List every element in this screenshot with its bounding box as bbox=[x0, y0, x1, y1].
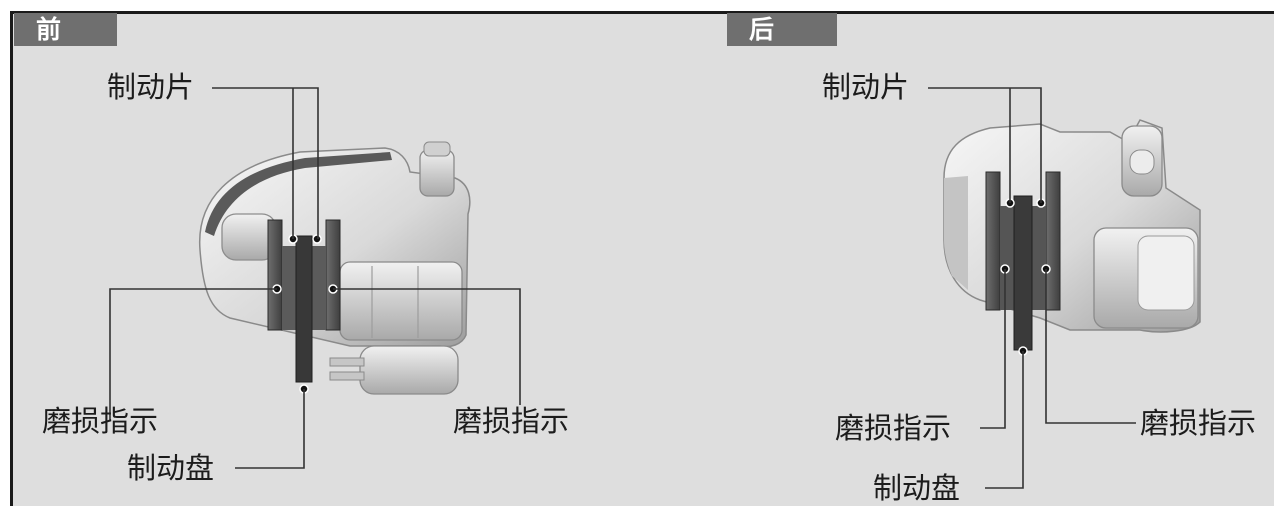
front-caliper bbox=[198, 141, 471, 395]
front-brake-pad-label: 制动片 bbox=[107, 70, 195, 104]
rear-section-tab: 后 bbox=[727, 13, 837, 46]
rear-leader-lines bbox=[928, 87, 1136, 489]
rear-wear-indicator-right-label: 磨损指示 bbox=[1140, 406, 1257, 440]
front-wear-indicator-left-label: 磨损指示 bbox=[42, 404, 159, 438]
front-leader-lines bbox=[109, 87, 521, 469]
front-wear-indicator-right-label: 磨损指示 bbox=[453, 404, 570, 438]
front-section-tab: 前 bbox=[14, 13, 117, 46]
rear-wear-indicator-left-label: 磨损指示 bbox=[835, 411, 952, 445]
rear-caliper bbox=[943, 119, 1201, 356]
front-brake-disc-label: 制动盘 bbox=[127, 451, 215, 485]
rear-brake-pad-label: 制动片 bbox=[822, 70, 910, 104]
rear-brake-disc-label: 制动盘 bbox=[873, 471, 961, 505]
